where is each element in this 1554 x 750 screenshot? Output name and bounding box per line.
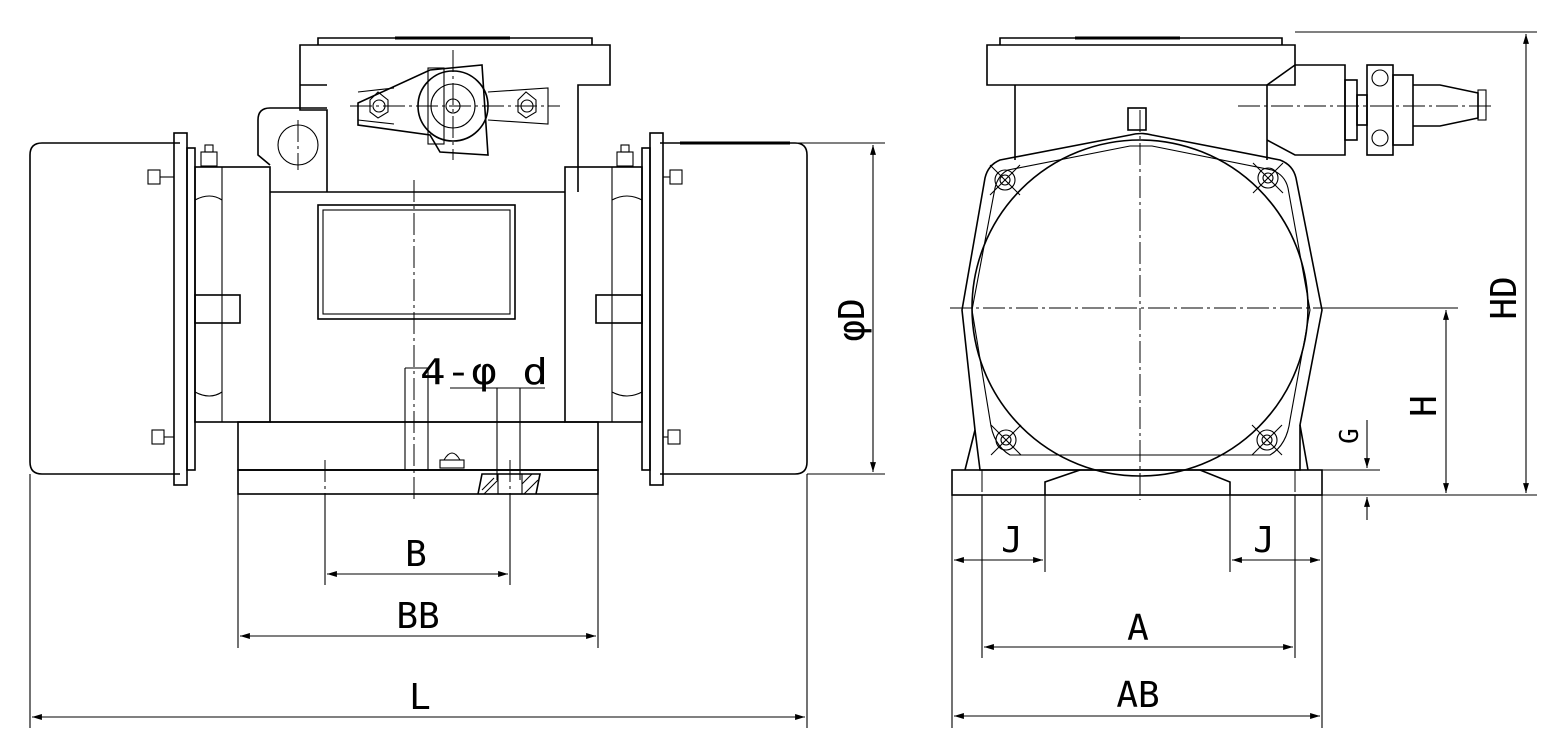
label-HD: HD [1484,276,1525,319]
label-dia-D: φD [832,298,873,341]
label-B: B [405,534,427,575]
right-end-cover [660,142,808,475]
label-BB: BB [396,596,439,637]
label-AB: AB [1116,675,1159,716]
label-A: A [1127,608,1149,649]
side-view [950,31,1537,728]
label-L: L [409,677,431,718]
label-holes: 4-φ d [420,352,548,393]
label-H: H [1404,395,1445,417]
label-J-left: J [1001,520,1023,561]
front-view [29,36,885,728]
label-J-right: J [1253,520,1275,561]
left-end-cover [29,142,180,475]
label-G: G [1335,428,1365,444]
